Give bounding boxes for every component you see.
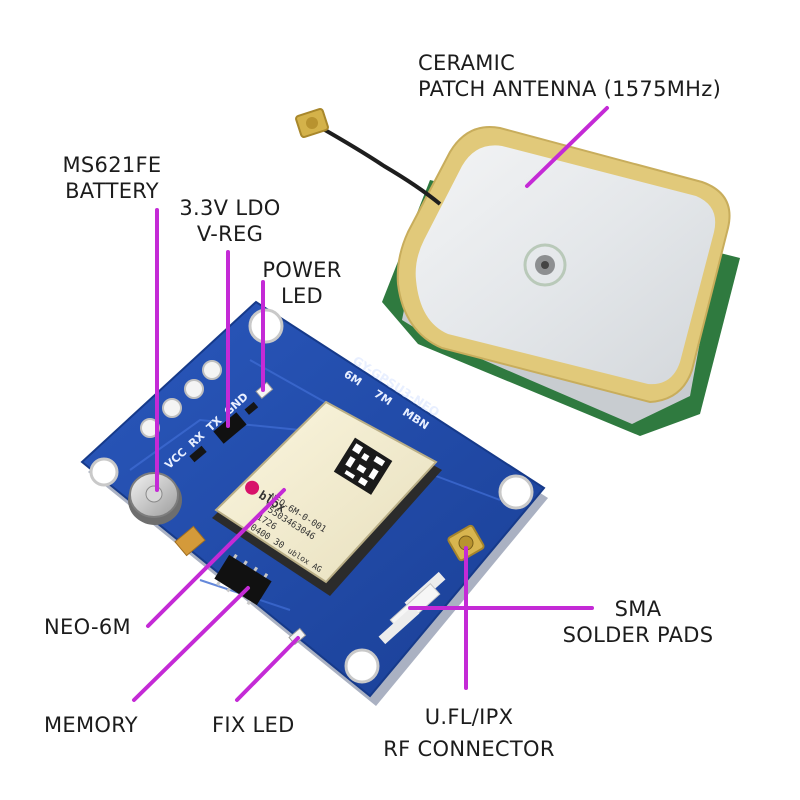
module-qr-code bbox=[333, 437, 393, 495]
label-line: CERAMIC bbox=[418, 51, 516, 75]
label-line: LED bbox=[280, 284, 324, 308]
label-line: U.FL/IPX bbox=[424, 705, 514, 729]
label-line: PATCH ANTENNA (1575MHz) bbox=[418, 77, 722, 101]
label-line: POWER bbox=[262, 258, 342, 282]
antenna-feed-ring bbox=[523, 243, 567, 287]
ms621fe-battery bbox=[128, 472, 182, 525]
label-neo-6m: NEO-6M bbox=[44, 615, 131, 639]
label-line: V-REG bbox=[196, 222, 264, 246]
label-fix-led: FIX LED bbox=[212, 713, 295, 737]
label-ceramic-antenna: CERAMIC PATCH ANTENNA (1575MHz) bbox=[418, 50, 721, 102]
pointer-fix-led bbox=[235, 636, 300, 702]
mount-hole-icon bbox=[248, 308, 284, 344]
label-power-led: POWER LED bbox=[252, 257, 352, 309]
label-sma-pads: SMA SOLDER PADS bbox=[548, 596, 728, 648]
pointer-neo bbox=[146, 488, 286, 628]
label-ufl-connector: U.FL/IPX RF CONNECTOR bbox=[376, 704, 562, 762]
mount-hole-icon bbox=[498, 474, 534, 510]
label-memory: MEMORY bbox=[44, 713, 138, 737]
mount-hole-icon bbox=[89, 457, 119, 487]
label-line: SOLDER PADS bbox=[562, 623, 714, 647]
label-line: MS621FE bbox=[62, 153, 162, 177]
pointer-antenna bbox=[525, 106, 609, 188]
mount-hole-icon bbox=[344, 648, 380, 684]
label-line: RF CONNECTOR bbox=[383, 737, 555, 761]
header-pins bbox=[140, 360, 222, 438]
label-line: SMA bbox=[614, 597, 662, 621]
ublox-logo-icon bbox=[245, 480, 260, 495]
label-battery: MS621FE BATTERY bbox=[60, 152, 164, 204]
ldo-regulator bbox=[213, 412, 247, 444]
neo-6m-module: blox NEO-6M-0-001 35503463046 1726 0400 … bbox=[212, 400, 442, 596]
capacitor bbox=[174, 525, 206, 557]
pointer-lines bbox=[132, 106, 609, 702]
label-line: 3.3V LDO bbox=[179, 196, 281, 220]
pointer-memory bbox=[132, 586, 250, 702]
label-ldo: 3.3V LDO V-REG bbox=[170, 195, 290, 247]
ceramic-patch-antenna bbox=[295, 107, 740, 436]
antenna-cable bbox=[317, 124, 442, 206]
label-line: BATTERY bbox=[65, 179, 159, 203]
